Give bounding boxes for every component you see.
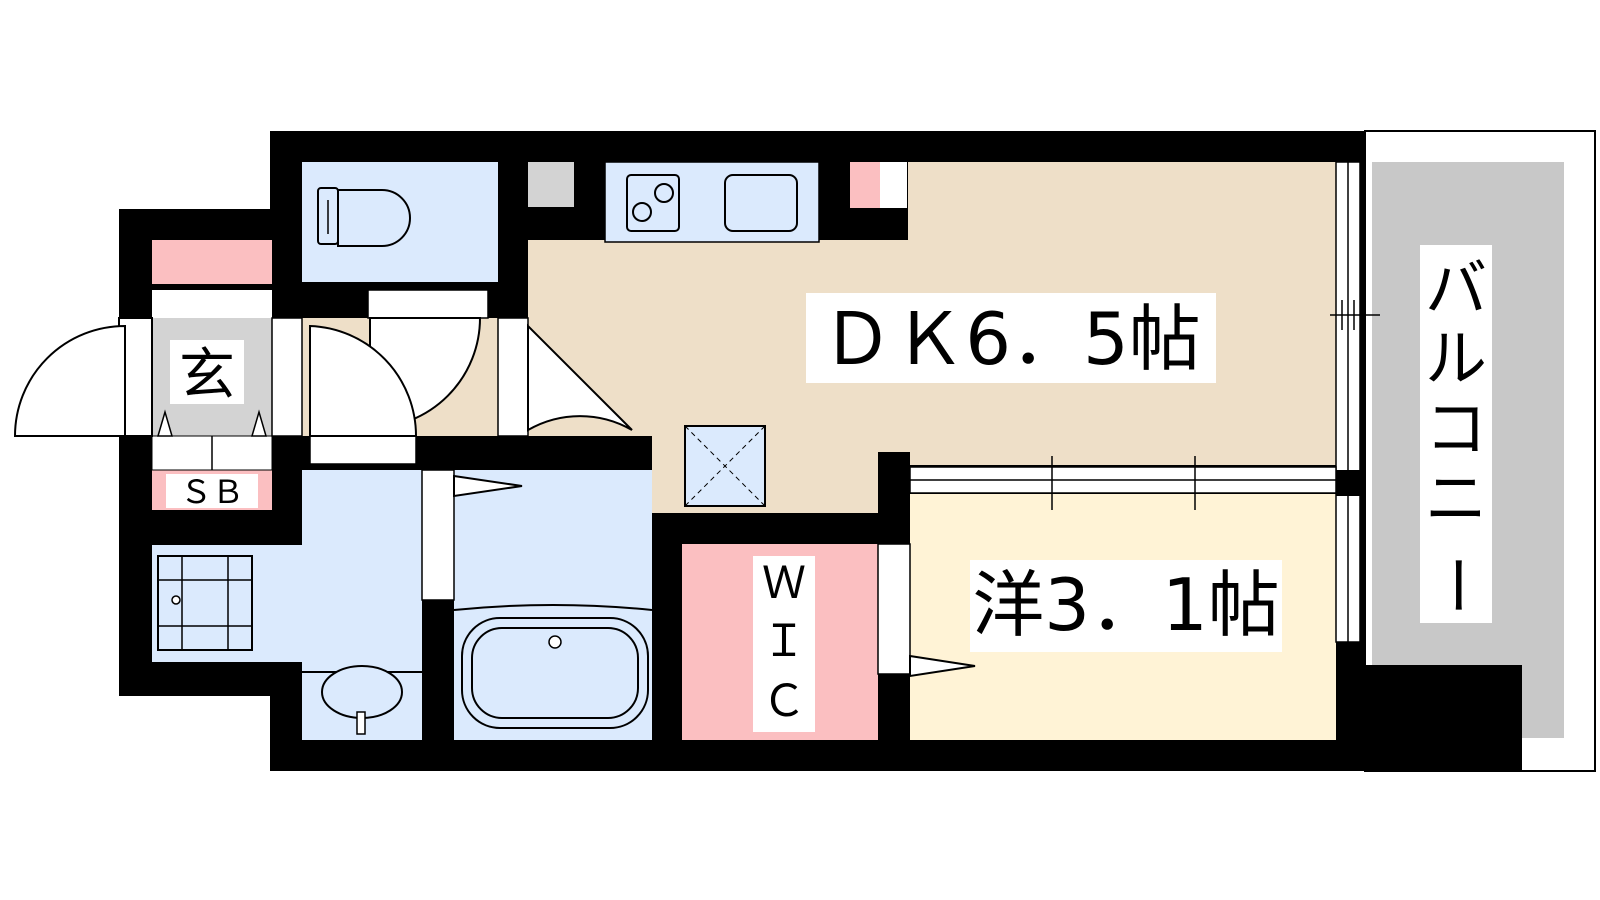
wic-label-c: Ｃ [762,676,806,727]
western-label: 洋3．1帖 [972,563,1280,647]
dk-label: ＤＫ6．5帖 [821,297,1201,381]
entrance-label: 玄 [179,343,235,408]
sliding-partition [909,456,1337,510]
labels: ＤＫ6．5帖 洋3．1帖 玄 ＳＢ Ｗ Ｉ Ｃ バ ル コ ニ ー [166,245,1493,732]
storage-small-white [880,162,907,208]
entrance-upper [152,290,272,318]
wic-label-i: Ｉ [762,616,806,667]
wall-wic-left [652,513,682,740]
shoe-box-label: ＳＢ [180,473,244,511]
western-label-bg [970,560,1282,652]
toilet-bowl [337,189,411,247]
shoe-box-top [152,240,272,284]
storage-small [850,162,880,208]
fixtures [157,174,798,735]
balcony-label-5: ー [1420,554,1493,616]
bathtub-edge [453,604,653,611]
balcony-label-2: ル [1425,322,1487,395]
doors [13,289,976,678]
stove [626,174,680,232]
fridge-space [528,162,574,207]
balcony-label-4: ニ [1425,462,1487,535]
dk-label-bg [806,293,1216,383]
wic-label-w: Ｗ [762,558,806,609]
wall-toilet-right [498,162,528,318]
dk-door-swing [527,323,633,432]
balcony-corner-black [1340,665,1522,771]
balcony-label-1: バ [1425,252,1487,325]
kitchen-sink [724,174,798,232]
wall-wic-top [652,513,910,544]
front-door-swing [13,324,126,437]
washroom-door-swing [309,324,418,437]
washing-machine [157,555,253,651]
basin-bowl [321,665,403,719]
window-right [1330,161,1380,643]
balcony-label-3: コ [1425,392,1487,465]
wic-label-bg [753,556,815,732]
entrance-label-bg [170,340,244,404]
wall-wash-left [272,470,302,545]
western-door-leaf [909,654,976,678]
shoe-box-label-bg [166,474,258,508]
bath-door-leaf [453,474,523,498]
balcony-label-bg [1420,245,1492,623]
